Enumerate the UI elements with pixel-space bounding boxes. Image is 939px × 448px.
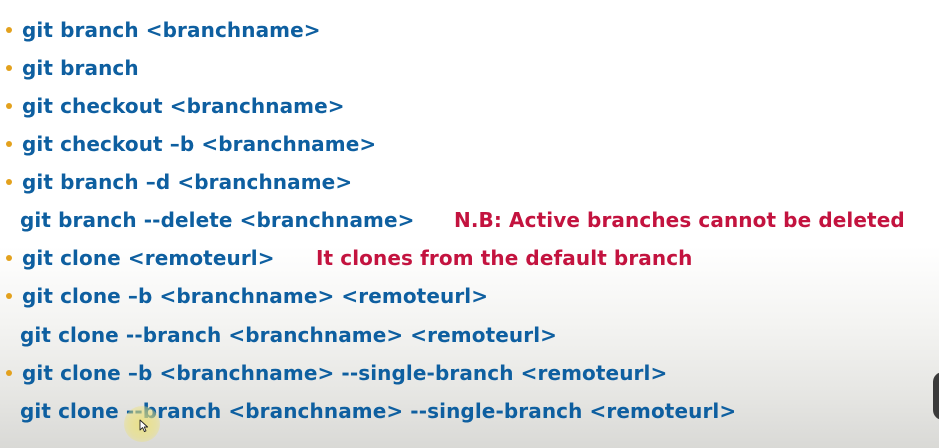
command-text: git checkout <branchname> (22, 94, 345, 118)
bullet-icon (6, 255, 12, 261)
bullet-icon (6, 103, 12, 109)
bullet-icon (6, 65, 12, 71)
command-text: git checkout –b <branchname> (22, 132, 377, 156)
bullet-icon (6, 293, 12, 299)
bullet-icon (6, 370, 12, 376)
command-text: git clone <remoteurl> (22, 246, 275, 270)
note-text: It clones from the default branch (316, 246, 693, 270)
bullet-icon (6, 141, 12, 147)
command-text: git branch –d <branchname> (22, 170, 353, 194)
bullet-icon (6, 27, 12, 33)
edge-tab (933, 372, 939, 420)
command-text: git clone –b <branchname> --single-branc… (22, 361, 668, 385)
bullet-icon (6, 179, 12, 185)
command-text: git branch --delete <branchname> (20, 208, 415, 232)
command-text: git branch <branchname> (22, 18, 321, 42)
command-text: git branch (22, 56, 139, 80)
cursor-arrow-icon (139, 419, 149, 433)
command-text: git clone –b <branchname> <remoteurl> (22, 284, 489, 308)
command-text: git clone --branch <branchname> <remoteu… (20, 323, 558, 347)
note-text: N.B: Active branches cannot be deleted (454, 208, 905, 232)
